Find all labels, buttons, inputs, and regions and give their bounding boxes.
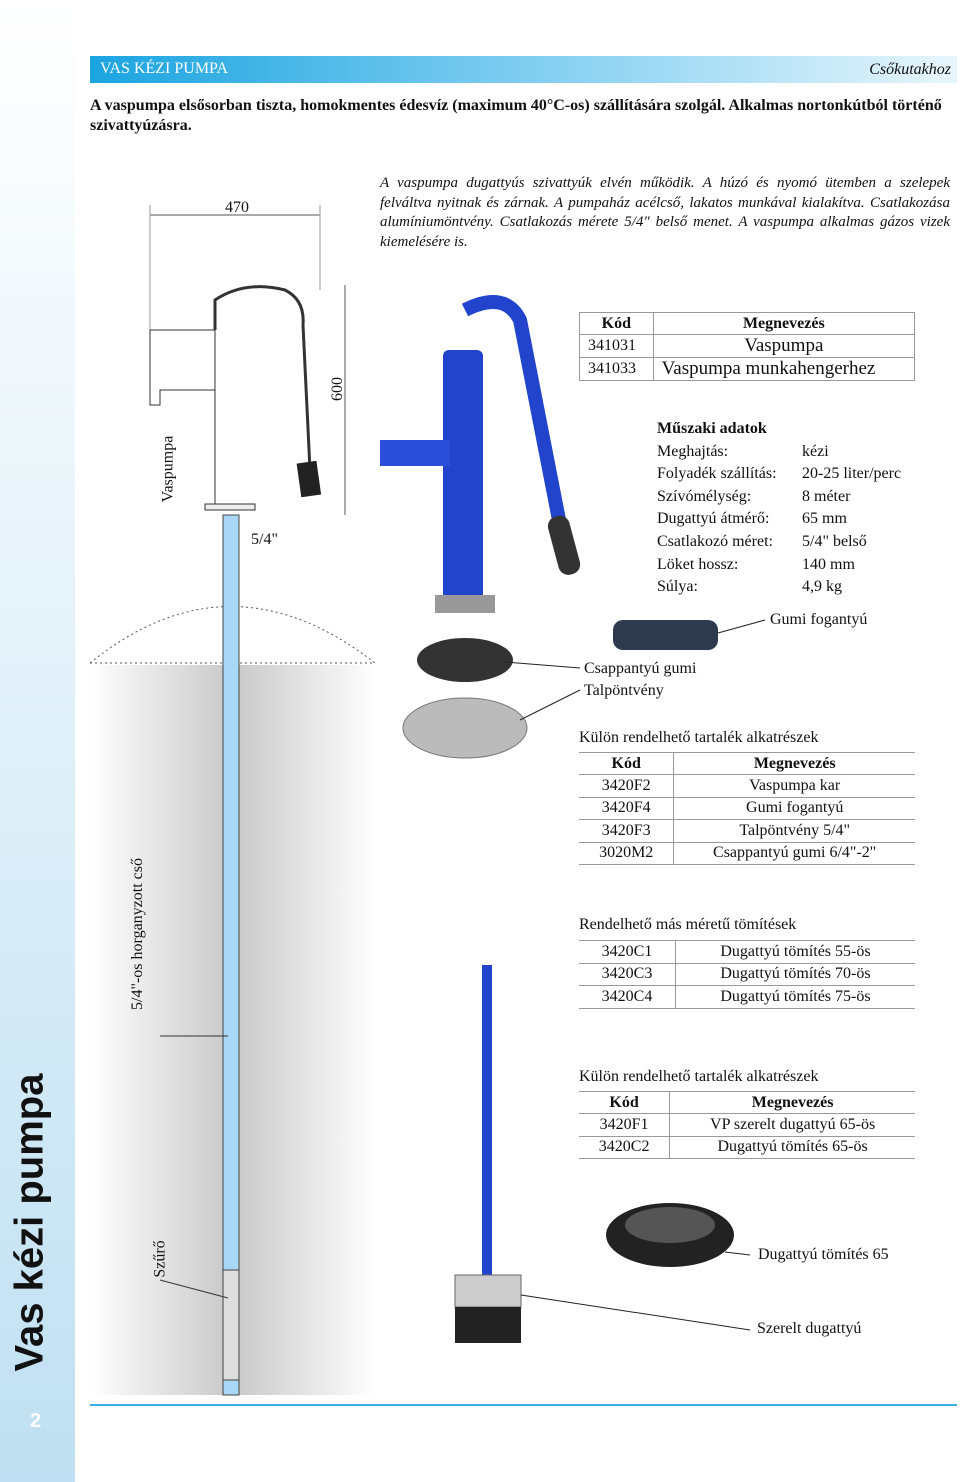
- col-name: Megnevezés: [652, 312, 916, 335]
- spec-row: Meghajtás:kézi: [657, 442, 829, 460]
- spec-row: Csatlakozó méret:5/4" belső: [657, 532, 867, 550]
- page-number: 2: [30, 1410, 42, 1432]
- callout-base: Talpöntvény: [584, 682, 664, 699]
- pump-body: [443, 350, 483, 600]
- rubber-grip: [613, 620, 718, 650]
- cell: 341033: [579, 357, 654, 381]
- piston: [454, 1274, 522, 1308]
- filter: [222, 1269, 240, 1381]
- connection-size: 5/4": [251, 531, 278, 548]
- piston-rod: [482, 965, 492, 1285]
- cell: Vaspumpa munkahengerhez: [652, 357, 916, 381]
- sidebar: [0, 0, 75, 1482]
- handle-outline: [213, 285, 312, 471]
- pipe: [222, 514, 240, 1396]
- description-text: A vaspumpa dugattyús szivattyúk elvén mű…: [380, 175, 950, 250]
- sidebar-title: Vas kézi pumpa: [7, 1073, 52, 1372]
- specs-title: Műszaki adatok: [657, 420, 767, 437]
- category-label: Csőkutakhoz: [869, 61, 951, 78]
- spout: [380, 440, 450, 466]
- page-title: VAS KÉZI PUMPA: [100, 60, 229, 77]
- spec-row: Szívómélység:8 méter: [657, 487, 851, 505]
- spec-row: Folyadék szállítás:20-25 liter/perc: [657, 465, 902, 483]
- base-casting: [402, 697, 528, 759]
- callout-piston: Szerelt dugattyú: [757, 1320, 862, 1337]
- pipe-label: 5/4"-os horganyzott cső: [129, 858, 146, 1010]
- width-dimension: 470: [225, 199, 249, 216]
- cell: Vaspumpa: [652, 334, 916, 358]
- spares2-caption: Külön rendelhető tartalék alkatrészek: [579, 1068, 819, 1085]
- spares1-caption: Külön rendelhető tartalék alkatrészek: [579, 729, 819, 746]
- specs: Műszaki adatok Meghajtás:kézi Folyadék s…: [657, 418, 901, 599]
- height-dimension: 600: [329, 377, 346, 401]
- spec-row: Löket hossz:140 mm: [657, 555, 855, 573]
- spec-row: Súlya:4,9 kg: [657, 578, 842, 596]
- footer-line: [90, 1404, 957, 1406]
- pump-handle: [461, 295, 567, 527]
- pump-label: Vaspumpa: [159, 435, 177, 503]
- pump-illustration: [380, 295, 766, 1343]
- spec-row: Dugattyú átmérő:65 mm: [657, 510, 847, 528]
- col-code: Kód: [579, 312, 654, 335]
- pump-technical-drawing: [89, 205, 376, 1396]
- seals-caption: Rendelhető más méretű tömítések: [579, 916, 797, 933]
- header-bar: VAS KÉZI PUMPA Csőkutakhoz: [90, 56, 957, 83]
- callout-gasket: Csappantyú gumi: [584, 660, 697, 677]
- handle-grip: [547, 515, 581, 575]
- filter-label: Szűrő: [151, 1240, 169, 1278]
- callout-seal: Dugattyú tömítés 65: [758, 1246, 889, 1263]
- intro-text: A vaspumpa elsősorban tiszta, homokmente…: [90, 97, 942, 134]
- gasket: [417, 638, 513, 682]
- cell: 341031: [579, 334, 654, 358]
- callout-handle: Gumi fogantyú: [770, 611, 868, 628]
